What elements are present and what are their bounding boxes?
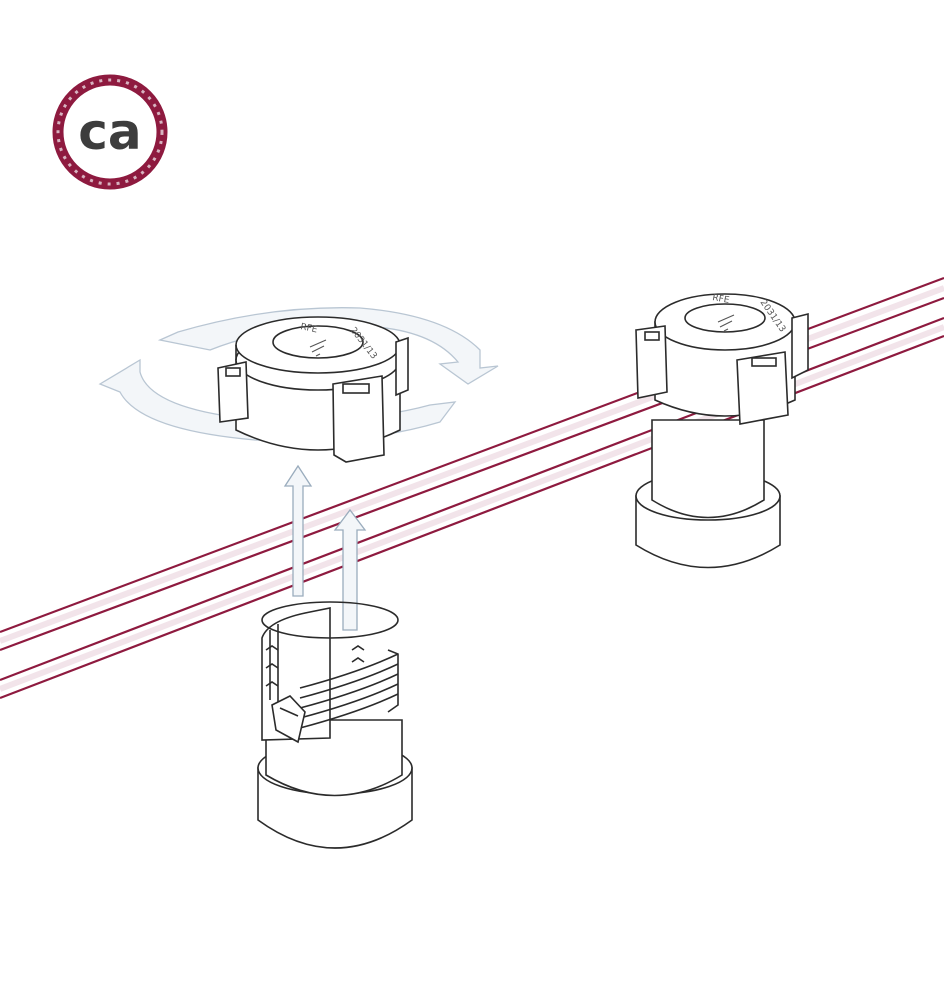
logo: ca bbox=[52, 74, 168, 190]
assembled-marking-brand: RFE bbox=[711, 293, 730, 306]
lamp-holder-socket-exploded bbox=[257, 601, 413, 849]
up-arrow-icon bbox=[283, 464, 367, 631]
cap-marking-brand: RFE bbox=[299, 322, 318, 335]
logo-text: ca bbox=[78, 103, 141, 161]
assembled-centre-logo bbox=[717, 314, 735, 332]
lamp-holder-cap-exploded bbox=[217, 316, 409, 463]
logo-rope-twist bbox=[56, 78, 164, 186]
lamp-holder-assembled bbox=[635, 293, 809, 569]
cap-centre-logo bbox=[309, 339, 327, 357]
